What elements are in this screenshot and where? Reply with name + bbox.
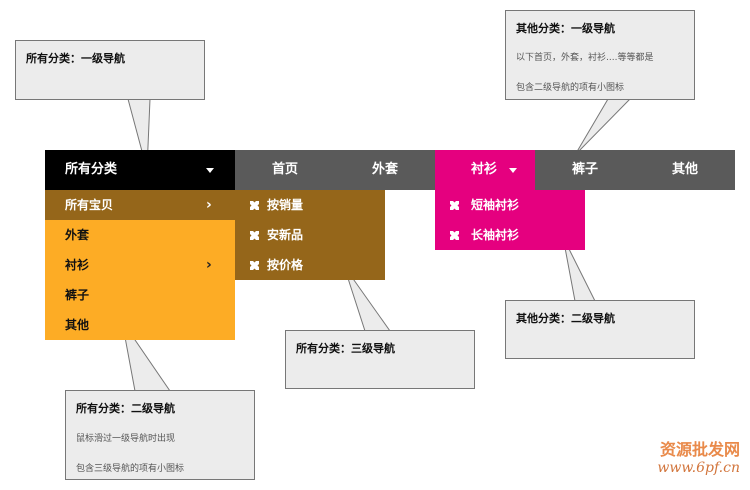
- third-menu-item-price[interactable]: 按价格: [235, 250, 385, 280]
- cross-arrows-icon: [250, 231, 259, 240]
- watermark-url: www.6pf.cn: [657, 460, 740, 476]
- third-level-menu: 按销量 安新品 按价格: [235, 190, 385, 280]
- callout-line: 以下首页，外套，衬衫....等等都是: [516, 53, 654, 63]
- callout-line: 包含三级导航的项有小图标: [76, 464, 185, 474]
- third-menu-item-label: 按销量: [267, 198, 304, 212]
- callout-other-level2: 其他分类：二级导航: [505, 300, 695, 359]
- third-menu-item-new[interactable]: 安新品: [235, 220, 385, 250]
- submenu-item-label: 外套: [65, 228, 90, 242]
- shirt-submenu-item-long[interactable]: 长袖衬衫: [435, 220, 585, 250]
- callout-title: 所有分类：一级导航: [26, 52, 125, 65]
- watermark-title: 资源批发网: [659, 440, 740, 459]
- nav-item-label: 外套: [371, 162, 398, 177]
- submenu-item-coat[interactable]: 外套: [45, 220, 235, 250]
- callout-title: 所有分类：三级导航: [296, 342, 395, 355]
- callout-all-level1: 所有分类：一级导航: [15, 40, 205, 100]
- nav-item-label: 其他: [671, 162, 698, 177]
- submenu-item-label: 裤子: [65, 288, 90, 302]
- nav-item-shirt[interactable]: 衬衫: [435, 150, 535, 190]
- callout-title: 其他分类：二级导航: [516, 312, 615, 325]
- shirt-submenu-item-short[interactable]: 短袖衬衫: [435, 190, 585, 220]
- nav-all-label: 所有分类: [65, 162, 118, 177]
- caret-down-icon: [509, 168, 517, 173]
- submenu-item-label: 衬衫: [65, 258, 90, 272]
- main-nav-bar: 所有分类 首页 外套 衬衫 裤子 其他: [45, 150, 735, 190]
- submenu-item-other[interactable]: 其他: [45, 310, 235, 340]
- nav-item-home[interactable]: 首页: [235, 150, 335, 190]
- shirt-submenu-item-label: 长袖衬衫: [471, 228, 520, 242]
- shirt-submenu: 短袖衬衫 长袖衬衫: [435, 190, 585, 250]
- shirt-submenu-item-label: 短袖衬衫: [471, 198, 520, 212]
- callout-other-level1: 其他分类：一级导航 以下首页，外套，衬衫....等等都是 包含二级导航的项有小图…: [505, 10, 695, 100]
- submenu-item-pants[interactable]: 裤子: [45, 280, 235, 310]
- callout-title: 其他分类：一级导航: [516, 22, 615, 35]
- nav-item-label: 衬衫: [471, 162, 498, 177]
- chevron-right-icon: ›: [206, 197, 212, 213]
- cross-arrows-icon: [250, 261, 259, 270]
- submenu-item-shirt[interactable]: 衬衫 ›: [45, 250, 235, 280]
- cross-arrows-icon: [250, 201, 259, 210]
- submenu-item-label: 所有宝贝: [65, 198, 114, 212]
- chevron-right-icon: ›: [206, 257, 212, 273]
- submenu-item-all-goods[interactable]: 所有宝贝 ›: [45, 190, 235, 220]
- callout-line: 包含二级导航的项有小图标: [516, 83, 625, 93]
- third-menu-item-sales[interactable]: 按销量: [235, 190, 385, 220]
- cross-arrows-icon: [450, 231, 459, 240]
- cross-arrows-icon: [450, 201, 459, 210]
- caret-down-icon: [206, 168, 214, 173]
- third-menu-item-label: 按价格: [267, 258, 304, 272]
- nav-all-categories[interactable]: 所有分类: [45, 150, 235, 190]
- submenu-item-label: 其他: [65, 318, 90, 332]
- callout-title: 所有分类：二级导航: [76, 402, 175, 415]
- nav-item-other[interactable]: 其他: [635, 150, 735, 190]
- callout-all-level2: 所有分类：二级导航 鼠标滑过一级导航时出现 包含三级导航的项有小图标: [65, 390, 255, 480]
- nav-item-label: 首页: [271, 162, 298, 177]
- callout-all-level3: 所有分类：三级导航: [285, 330, 475, 389]
- all-categories-submenu: 所有宝贝 › 外套 衬衫 › 裤子 其他: [45, 190, 235, 340]
- watermark: 资源批发网 www.6pf.cn: [604, 434, 744, 484]
- nav-item-label: 裤子: [571, 162, 598, 177]
- nav-item-pants[interactable]: 裤子: [535, 150, 635, 190]
- callout-line: 鼠标滑过一级导航时出现: [76, 434, 176, 444]
- third-menu-item-label: 安新品: [267, 228, 304, 242]
- nav-item-coat[interactable]: 外套: [335, 150, 435, 190]
